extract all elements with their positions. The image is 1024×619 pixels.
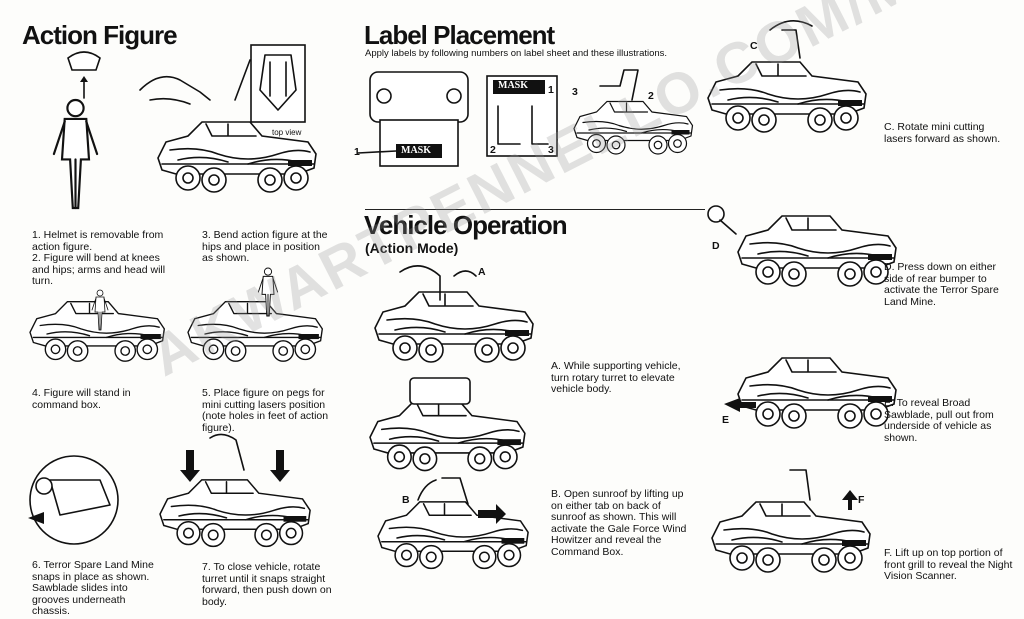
hand-turning-turret [399,265,441,301]
operation-step-b: B. Open sunroof by lifting up on either … [551,488,687,558]
heading-action-mode: (Action Mode) [365,240,459,256]
car-step-7 [159,479,311,548]
heading-action-figure: Action Figure [22,20,178,50]
callout-e: E [722,414,730,426]
section-divider [365,209,705,210]
figure-step-2: 2. Figure will bend at knees and hips; a… [32,252,166,287]
figure-step-6: 6. Terror Spare Land Mine snaps in place… [32,559,154,617]
car-step-b [377,501,529,570]
callout-a: A [478,266,486,278]
push-down-arrows [180,433,290,482]
car-step-d [737,215,897,287]
mask-logo-car: MASK [401,145,431,156]
car-step-a [374,291,534,363]
heading-vehicle-operation: Vehicle Operation [364,210,568,240]
callout-c: C [750,40,758,52]
callout-b: B [402,494,410,506]
action-figure-illustration [52,98,99,210]
mask-logo-sheet: MASK [498,80,528,91]
arrow-b [417,479,437,501]
car-labels-view [573,100,694,155]
car-front-view [357,71,469,167]
label-num-3b: 3 [572,86,578,98]
arrow-a [453,270,477,277]
figure-step-4: 4. Figure will stand in command box. [32,387,131,411]
car-step-a2 [369,401,526,472]
car-step-f [711,501,871,573]
top-view-box [250,44,306,123]
land-mine-detail [28,455,119,545]
label-num-2a: 2 [490,144,496,156]
car-step-c [707,61,867,133]
label-num-3a: 3 [548,144,554,156]
label-num-2b: 2 [648,90,654,102]
arrow-c [769,20,813,31]
operation-step-d: D. Press down on either side of rear bum… [884,261,999,308]
operation-step-f: F. Lift up on top portion of front grill… [884,547,1013,582]
label-num-1a: 1 [354,146,360,158]
car-step-5 [187,301,323,362]
operation-step-c: C. Rotate mini cutting lasers forward as… [884,121,1001,145]
label-sheet [486,75,558,157]
top-view-caption: top view [272,128,302,137]
car-step-e [737,357,897,429]
operation-step-a: A. While supporting vehicle, turn rotary… [551,360,681,395]
hand-placing-figure [139,75,211,105]
figure-step-3: 3. Bend action figure at the hips and pl… [202,229,328,264]
label-num-1b: 1 [548,84,554,96]
callout-d: D [712,240,720,252]
heading-label-placement: Label Placement [364,20,555,50]
figure-step-1: 1. Helmet is removable from action figur… [32,229,164,253]
sunroof-open [441,477,469,505]
figure-step-7: 7. To close vehicle, rotate turret until… [202,561,332,608]
operation-step-e: E. To reveal Broad Sawblade, pull out fr… [884,397,994,444]
figure-step-5: 5. Place figure on pegs for mini cutting… [202,387,329,434]
helmet-illustration [67,51,101,99]
callout-f: F [858,494,865,506]
label-intro: Apply labels by following numbers on lab… [365,48,668,59]
